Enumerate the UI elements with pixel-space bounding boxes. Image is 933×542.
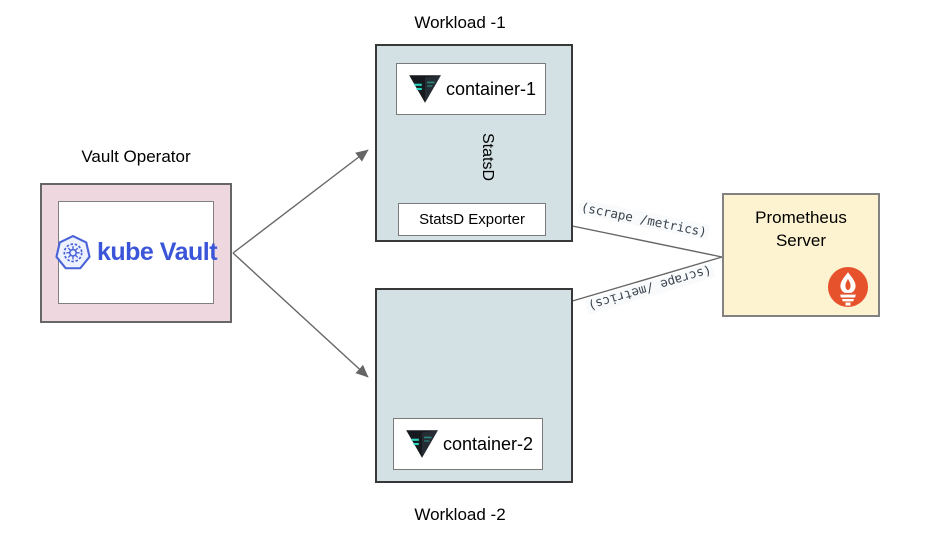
workload1-title: Workload -1	[414, 13, 506, 32]
vault-triangle-icon	[406, 70, 444, 108]
prometheus-server-title: Prometheus Server	[724, 207, 878, 253]
container2-label: container-2	[442, 433, 534, 454]
container2-node: container-2	[393, 418, 543, 470]
scrape-metrics-label-bottom: (scrape /metrics)	[584, 262, 716, 315]
statsd-arrow-label-1: StatsD	[479, 132, 496, 181]
scrape-metrics-label-top: (scrape /metrics)	[577, 198, 711, 241]
kube-vault-logo: kube Vault	[55, 201, 218, 304]
arrow-vault-to-workload1	[232, 149, 369, 254]
prometheus-title-line1: Prometheus	[755, 208, 847, 227]
prometheus-flame-icon	[827, 266, 869, 308]
kubernetes-heptagon-helm-icon	[55, 234, 91, 271]
prometheus-server-box: Prometheus Server	[722, 193, 880, 317]
workload2-title: Workload -2	[414, 505, 506, 524]
prometheus-title-line2: Server	[775, 230, 827, 250]
vault-operator-title: Vault Operator	[81, 147, 191, 166]
kube-vault-logo-text: kube Vault	[96, 238, 218, 266]
exporter1-node: StatsD Exporter	[398, 203, 546, 236]
arrow-vault-to-workload2	[232, 252, 369, 378]
vault-triangle-icon	[403, 425, 441, 463]
container1-node: container-1	[396, 63, 546, 115]
container1-label: container-1	[445, 78, 537, 99]
